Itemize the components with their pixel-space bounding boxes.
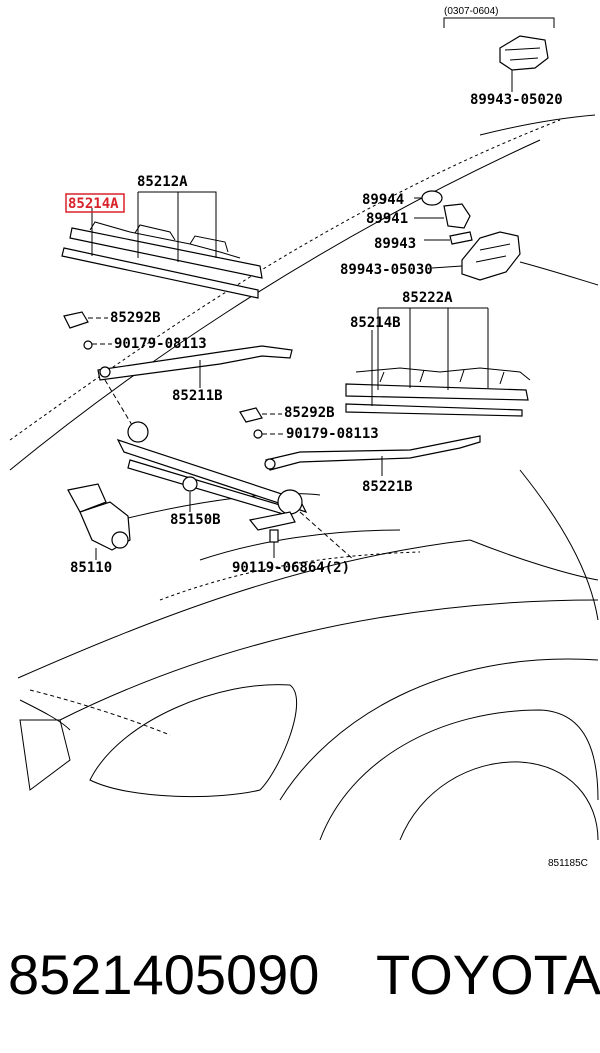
label-89943-05030[interactable]: 89943-05030 — [340, 262, 433, 278]
washer-nozzle-89941 — [414, 203, 471, 229]
nut-left — [83, 340, 112, 350]
date-range-bracket: (0307-0604) — [443, 6, 555, 28]
nut-right — [253, 429, 284, 439]
label-90179-top[interactable]: 90179-08113 — [114, 336, 207, 352]
wiper-arm-right — [264, 435, 481, 476]
label-85292B-top[interactable]: 85292B — [110, 310, 161, 326]
washer-nozzle-89943-05030 — [431, 231, 521, 281]
label-89943[interactable]: 89943 — [374, 236, 416, 252]
date-range-label: (0307-0604) — [444, 6, 498, 17]
label-89943-05020[interactable]: 89943-05020 — [470, 92, 563, 108]
label-89944[interactable]: 89944 — [362, 192, 404, 208]
figure-code: 851185C — [548, 858, 588, 869]
footer-part-number: 8521405090 — [8, 943, 320, 1006]
car-body-outline — [9, 114, 599, 841]
wiper-linkage — [116, 421, 308, 531]
highlight-box-85214A — [65, 193, 125, 213]
washer-clip-89943 — [424, 231, 473, 245]
label-85222A[interactable]: 85222A — [402, 290, 453, 306]
wiper-parts-diagram: (0307-0604) 89943-05020 85212A 85214A 85… — [9, 6, 599, 869]
label-85110[interactable]: 85110 — [70, 560, 112, 576]
label-90119[interactable]: 90119-06864(2) — [232, 560, 350, 576]
nozzle-89943-05020 — [499, 35, 549, 92]
label-85214A[interactable]: 85214A — [68, 196, 119, 212]
footer-brand: TOYOTA — [376, 943, 600, 1006]
label-90179-mid[interactable]: 90179-08113 — [286, 426, 379, 442]
label-85211B[interactable]: 85211B — [172, 388, 223, 404]
wiper-blade-left — [61, 221, 263, 299]
leader-85222A — [377, 307, 489, 390]
wiper-motor — [67, 483, 131, 560]
leader-85212A — [137, 191, 217, 262]
arm-cap-right — [239, 407, 282, 423]
label-85214B[interactable]: 85214B — [350, 315, 401, 331]
label-85292B-mid[interactable]: 85292B — [284, 405, 335, 421]
washer-cap-89944 — [414, 190, 443, 206]
label-85150B[interactable]: 85150B — [170, 512, 221, 528]
footer: 8521405090 TOYOTA — [0, 935, 600, 1015]
label-89941[interactable]: 89941 — [366, 211, 408, 227]
bolt — [269, 529, 279, 558]
wiper-blade-right — [345, 367, 531, 417]
label-85221B[interactable]: 85221B — [362, 479, 413, 495]
wiper-arm-left — [97, 345, 293, 431]
label-85212A[interactable]: 85212A — [137, 174, 188, 190]
arm-cap-left — [63, 311, 108, 329]
